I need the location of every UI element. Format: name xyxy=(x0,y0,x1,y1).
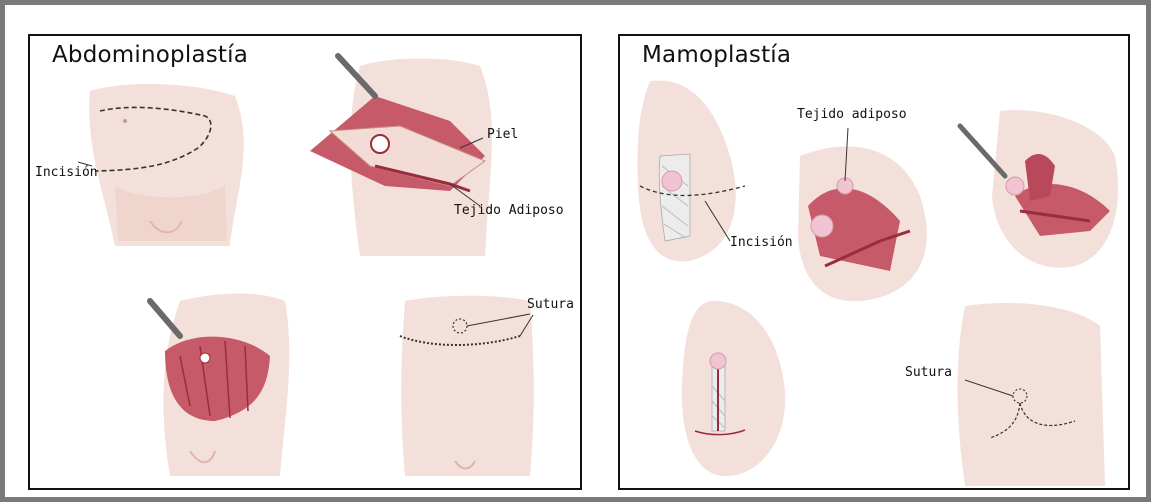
suture-label-abdomen: Sutura xyxy=(527,297,574,312)
fat-label-breast: Tejido adiposo xyxy=(797,107,907,122)
skin-label: Piel xyxy=(487,127,518,142)
fat-label-abdomen: Tejido Adiposo xyxy=(454,203,564,218)
breast-incision-figure: Incisión xyxy=(638,80,793,261)
abdominoplasty-panel: Abdominoplastía Incisión P xyxy=(28,34,582,490)
abdominoplasty-figure: Incisión Piel Tejido Adiposo xyxy=(30,36,580,488)
incision-label-breast: Incisión xyxy=(730,235,793,250)
sutured-abdomen-figure: Sutura xyxy=(400,296,574,476)
torso-incision-figure: Incisión xyxy=(35,84,244,246)
muscle-exposed-figure xyxy=(150,294,289,477)
incision-label-abdomen: Incisión xyxy=(35,165,98,180)
mammoplasty-figure: Incisión Tejido adiposo xyxy=(620,36,1128,488)
mammoplasty-panel: Mamoplastía Incisión Tejido adiposo xyxy=(618,34,1130,490)
illustration-frame: Abdominoplastía Incisión P xyxy=(5,5,1146,497)
breast-sutured-figure: Sutura xyxy=(905,303,1105,486)
breast-fat-figure: Tejido adiposo xyxy=(797,107,927,301)
breast-profile-figure xyxy=(682,301,785,476)
skin-flap-figure: Piel Tejido Adiposo xyxy=(310,56,564,256)
breast-instrument-figure xyxy=(960,110,1118,268)
suture-label-breast: Sutura xyxy=(905,365,952,380)
